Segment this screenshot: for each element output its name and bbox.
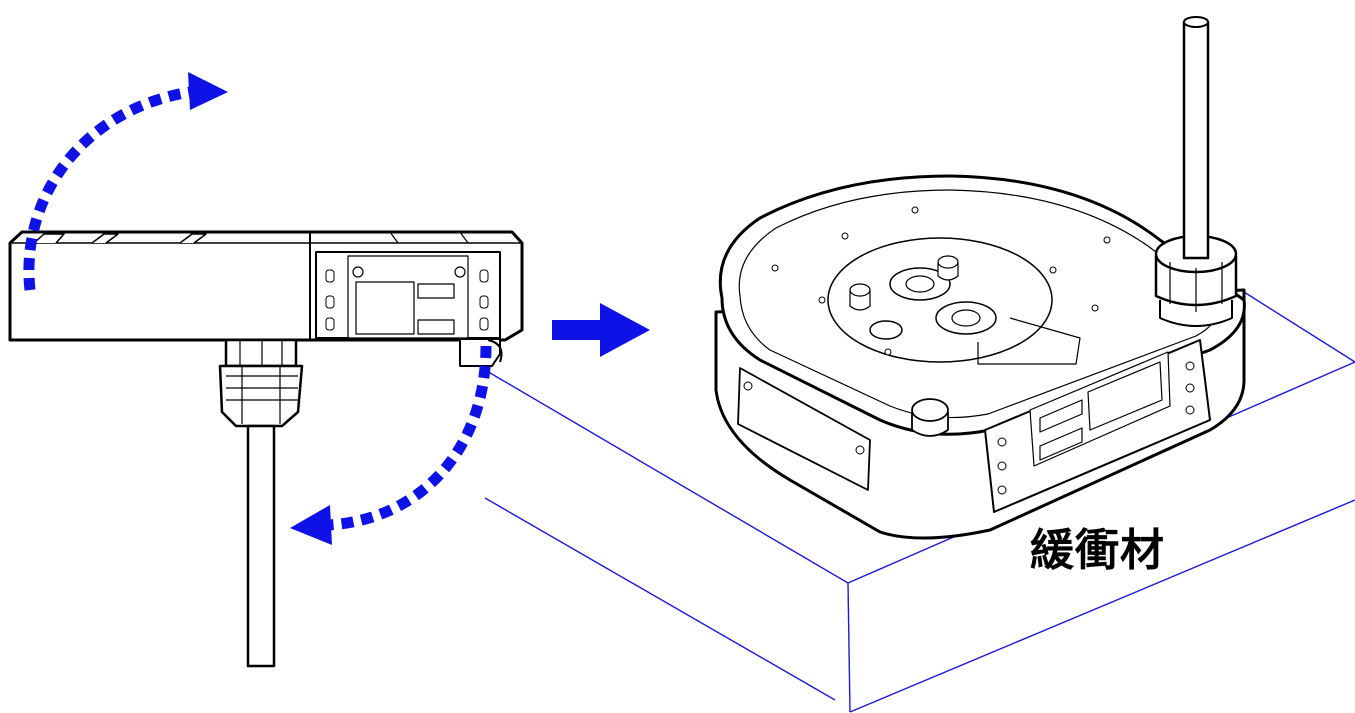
rotate-arrow-icon [23,72,228,291]
cushion-label: 緩衝材 [1030,525,1165,576]
rotate-arrow-icon [290,345,492,545]
device-on-cushion [714,16,1246,540]
device-side-view [8,230,524,668]
step-arrow-icon [552,303,650,357]
